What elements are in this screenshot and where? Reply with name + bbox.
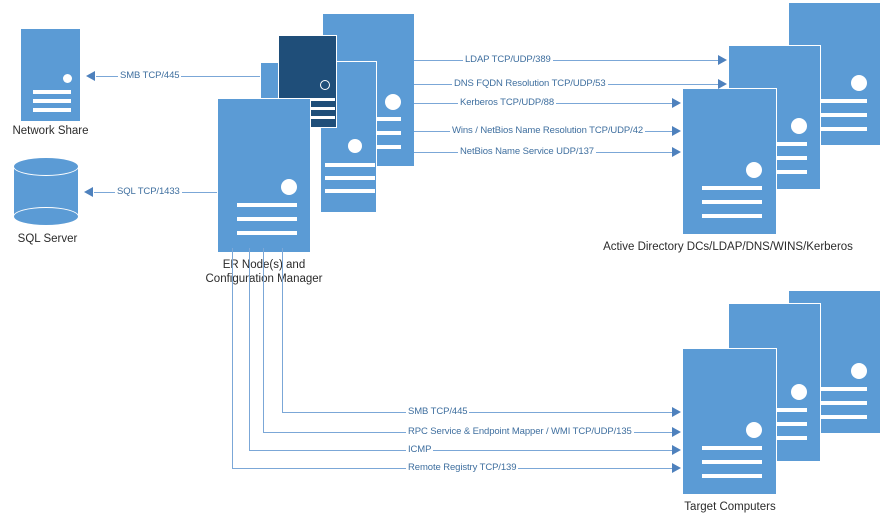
server-vent-bar <box>33 108 71 112</box>
er-node-label-line1: ER Node(s) and <box>222 259 306 271</box>
server-led-icon <box>385 94 401 110</box>
server-vent-bar <box>297 116 335 119</box>
target-server-front-icon <box>682 348 777 495</box>
connector-label-wins: Wins / NetBios Name Resolution TCP/UDP/4… <box>450 125 646 136</box>
cylinder-bottom <box>13 207 79 226</box>
connector-label-icmp: ICMP <box>406 444 434 455</box>
server-vent-bar <box>807 127 867 131</box>
server-vent-bar <box>702 474 762 478</box>
target-computers-label: Target Computers <box>684 501 776 513</box>
connector-arrow-right <box>672 147 681 157</box>
server-vent-bar <box>807 387 867 391</box>
server-led-icon <box>851 75 867 91</box>
connector-remote-registry-vertical <box>232 248 233 468</box>
connector-arrow-right <box>672 427 681 437</box>
cylinder-top <box>13 157 79 176</box>
server-vent-bar <box>807 113 867 117</box>
connector-arrow-right <box>672 445 681 455</box>
connector-label-netbios: NetBios Name Service UDP/137 <box>458 146 596 157</box>
er-node-label-line2: Configuration Manager <box>205 273 323 285</box>
server-vent-bar <box>702 446 762 450</box>
server-power-icon <box>320 80 330 90</box>
connector-label-sql: SQL TCP/1433 <box>115 186 182 197</box>
connector-label-remote-registry: Remote Registry TCP/139 <box>406 462 519 473</box>
connector-label-ldap: LDAP TCP/UDP/389 <box>463 54 553 65</box>
server-vent-bar <box>325 189 375 193</box>
connector-label-kerberos: Kerberos TCP/UDP/88 <box>458 97 557 108</box>
server-led-icon <box>746 422 762 438</box>
server-vent-bar <box>297 107 335 110</box>
connector-arrow-left <box>86 71 95 81</box>
connector-arrow-right <box>672 98 681 108</box>
connector-label-smb-share: SMB TCP/445 <box>118 70 182 81</box>
server-led-icon <box>348 139 362 153</box>
connector-arrow-right <box>672 407 681 417</box>
connector-icmp-target <box>249 450 672 451</box>
connector-smb-target <box>282 412 672 413</box>
connector-arrow-right <box>672 463 681 473</box>
server-vent-bar <box>33 90 71 94</box>
server-vent-bar <box>747 156 807 160</box>
connector-rpc-vertical <box>263 248 264 432</box>
connector-arrow-right <box>718 55 727 65</box>
server-led-icon <box>851 363 867 379</box>
connector-arrow-left <box>84 187 93 197</box>
server-vent-bar <box>702 214 762 218</box>
connector-label-rpc: RPC Service & Endpoint Mapper / WMI TCP/… <box>406 426 634 437</box>
sql-server-database-icon <box>13 157 79 226</box>
server-vent-bar <box>747 142 807 146</box>
active-directory-label: Active Directory DCs/LDAP/DNS/WINS/Kerbe… <box>603 241 853 253</box>
connector-ldap <box>414 60 718 61</box>
server-led-icon <box>791 384 807 400</box>
server-vent-bar <box>807 99 867 103</box>
connector-arrow-right <box>672 126 681 136</box>
server-vent-bar <box>747 422 807 426</box>
connector-label-smb-target: SMB TCP/445 <box>406 406 470 417</box>
server-led-icon <box>281 179 297 195</box>
server-vent-bar <box>33 99 71 103</box>
ad-server-front-icon <box>682 88 777 235</box>
server-vent-bar <box>807 401 867 405</box>
sql-server-label: SQL Server <box>17 233 78 245</box>
server-vent-bar <box>297 98 335 101</box>
network-share-server-icon <box>20 28 81 122</box>
er-node-server-icon <box>217 98 311 253</box>
connector-arrow-right <box>718 79 727 89</box>
server-led-icon <box>791 118 807 134</box>
server-vent-bar <box>237 203 297 207</box>
connector-icmp-vertical <box>249 248 250 450</box>
server-vent-bar <box>702 460 762 464</box>
server-vent-bar <box>237 231 297 235</box>
server-vent-bar <box>325 176 375 180</box>
server-vent-bar <box>325 163 375 167</box>
server-vent-bar <box>702 200 762 204</box>
server-vent-bar <box>807 415 867 419</box>
server-vent-bar <box>747 170 807 174</box>
server-vent-bar <box>747 436 807 440</box>
server-led-icon <box>63 74 72 83</box>
connector-label-dns: DNS FQDN Resolution TCP/UDP/53 <box>452 78 608 89</box>
server-led-icon <box>746 162 762 178</box>
server-vent-bar <box>237 217 297 221</box>
connector-smb-target-vertical <box>282 248 283 412</box>
server-vent-bar <box>747 408 807 412</box>
network-share-label: Network Share <box>12 125 89 137</box>
server-vent-bar <box>702 186 762 190</box>
